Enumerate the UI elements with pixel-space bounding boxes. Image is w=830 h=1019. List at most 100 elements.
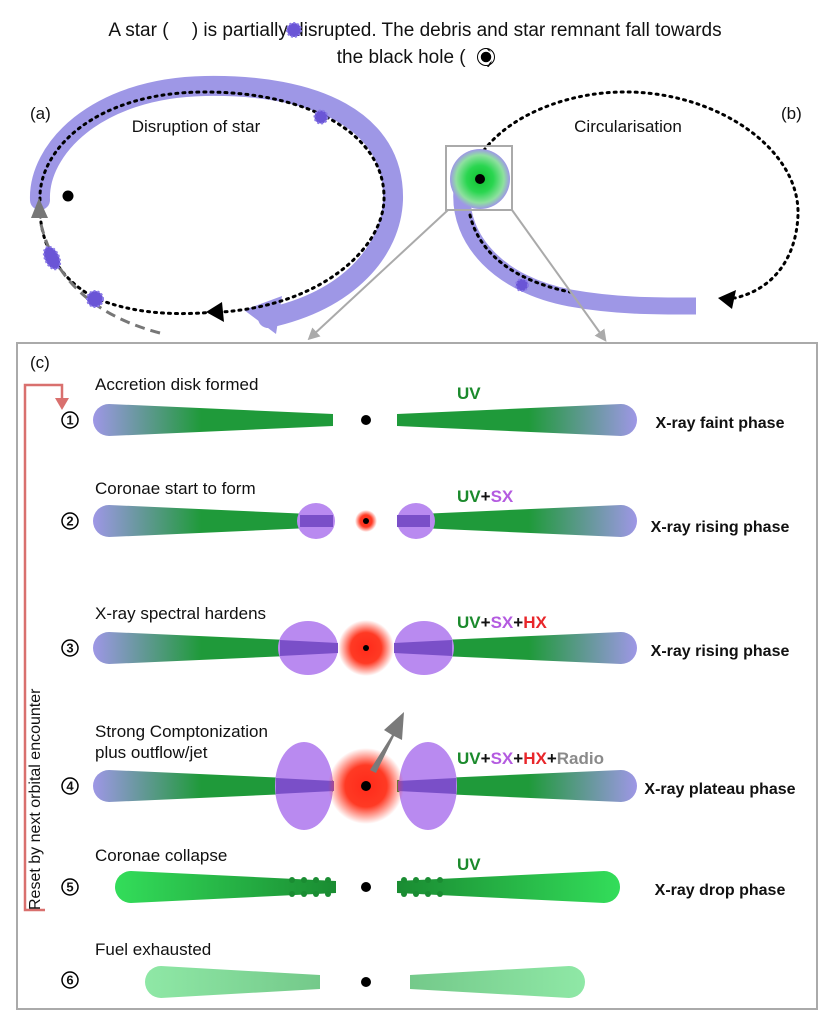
disk-right — [397, 404, 637, 436]
black-hole — [361, 977, 371, 987]
reset-bracket — [23, 383, 64, 912]
panel-b-tag: (b) — [781, 104, 802, 123]
reset-arrowhead — [55, 398, 69, 410]
collapse-dot — [289, 891, 295, 897]
stage-4: 4 Strong Comptonization plus outflow/jetX-… — [61, 722, 796, 798]
stage-bands: UV+SX+HX+Radio — [457, 749, 604, 768]
panel-c-tag: (c) — [30, 353, 50, 372]
stage-title: X-ray spectral hardens — [95, 604, 266, 623]
disk-right — [397, 871, 620, 903]
stage-6: 6 Fuel exhausted — [61, 940, 211, 989]
panel-a: (a) Disruption of star — [30, 75, 404, 335]
zoom-box — [445, 145, 513, 211]
stage-title: Coronae collapse — [95, 846, 227, 865]
collapse-dot — [425, 891, 431, 897]
stage-number-badge — [61, 411, 79, 429]
black-hole-b — [475, 174, 485, 184]
black-hole-icon — [479, 50, 493, 64]
stage-bands: UV — [457, 855, 481, 874]
panel-a-label: Disruption of star — [132, 117, 261, 136]
panel-b-label: Circularisation — [574, 117, 682, 136]
debris-stream — [30, 75, 404, 328]
stage-number-badge — [61, 878, 79, 896]
disk-left — [93, 505, 333, 537]
black-hole — [361, 882, 371, 892]
stage-number-badge — [61, 971, 79, 989]
collapse-dot — [413, 891, 419, 897]
black-hole — [363, 645, 369, 651]
orbit-arrowhead — [206, 302, 224, 322]
collapse-dot — [313, 891, 319, 897]
star-remnant — [86, 290, 104, 308]
stage-number: 4 — [66, 779, 74, 794]
panel-a-tag: (a) — [30, 104, 51, 123]
stage-title-2: plus outflow/jet — [95, 743, 208, 762]
stage-number-badge — [61, 777, 79, 795]
collapse-dot — [301, 891, 307, 897]
stage-bands: UV+SX+HX — [457, 613, 547, 632]
panel-c-frame — [16, 342, 818, 1010]
black-hole — [361, 415, 371, 425]
black-hole — [361, 781, 371, 791]
stage-phase: X-ray drop phase — [655, 882, 786, 899]
trajectory-arrowhead — [31, 198, 48, 218]
stage-number: 2 — [66, 514, 73, 529]
orbit-path-b — [466, 90, 800, 300]
stage-number-badge — [61, 512, 79, 530]
black-hole — [62, 190, 74, 202]
debris-stream-b — [453, 189, 697, 315]
disk-corona-overlap-left — [300, 515, 333, 527]
collapse-dot — [313, 877, 319, 883]
collapse-dot — [301, 877, 307, 883]
star-stretched — [42, 245, 62, 271]
zoom-line-right — [511, 209, 607, 342]
disk-right — [397, 632, 637, 664]
disk-left — [93, 632, 333, 664]
orbit-path — [38, 90, 386, 314]
disk-right — [397, 505, 637, 537]
black-hole — [363, 518, 369, 524]
collapse-dot — [401, 877, 407, 883]
disk-right — [397, 770, 637, 802]
stage-phase: X-ray plateau phase — [644, 781, 795, 798]
disk-right — [410, 966, 585, 998]
collapse-dot — [401, 891, 407, 897]
collapse-dot — [325, 877, 331, 883]
collapse-dot — [437, 877, 443, 883]
stage-number: 5 — [66, 880, 73, 895]
disk-left — [115, 871, 336, 903]
stage-phase: X-ray rising phase — [651, 519, 790, 536]
stage-number: 1 — [66, 413, 73, 428]
star-trajectory — [38, 219, 161, 335]
star-on-orbit — [313, 109, 329, 125]
collapse-dot — [289, 877, 295, 883]
stage-number: 3 — [66, 641, 73, 656]
collapse-dot — [325, 891, 331, 897]
stage-phase: X-ray faint phase — [656, 415, 785, 432]
stage-bands: UV — [457, 384, 481, 403]
orbit-arrowhead-b — [718, 290, 736, 309]
panel-b: (b) Circularisation — [307, 90, 802, 342]
stage-bands: UV+SX — [457, 487, 514, 506]
stage-title: Strong Comptonization — [95, 722, 268, 741]
jet-arrow — [370, 712, 404, 773]
stage-phase: X-ray rising phase — [651, 643, 790, 660]
stage-title: Fuel exhausted — [95, 940, 211, 959]
debris-arrowhead — [244, 296, 282, 334]
stage-title: Coronae start to form — [95, 479, 256, 498]
disk-left — [93, 404, 333, 436]
reset-label: Reset by next orbital encounter — [27, 688, 44, 910]
stage-number: 6 — [66, 973, 73, 988]
stage-title: Accretion disk formed — [95, 375, 258, 394]
disk-corona-overlap-left — [276, 778, 334, 794]
panel-c: (c) Reset by next orbital encounter 1 Acc… — [16, 342, 818, 1010]
disk-corona-overlap-right — [398, 778, 456, 794]
star-on-orbit-b — [515, 278, 529, 292]
stage-number-badge — [61, 639, 79, 657]
